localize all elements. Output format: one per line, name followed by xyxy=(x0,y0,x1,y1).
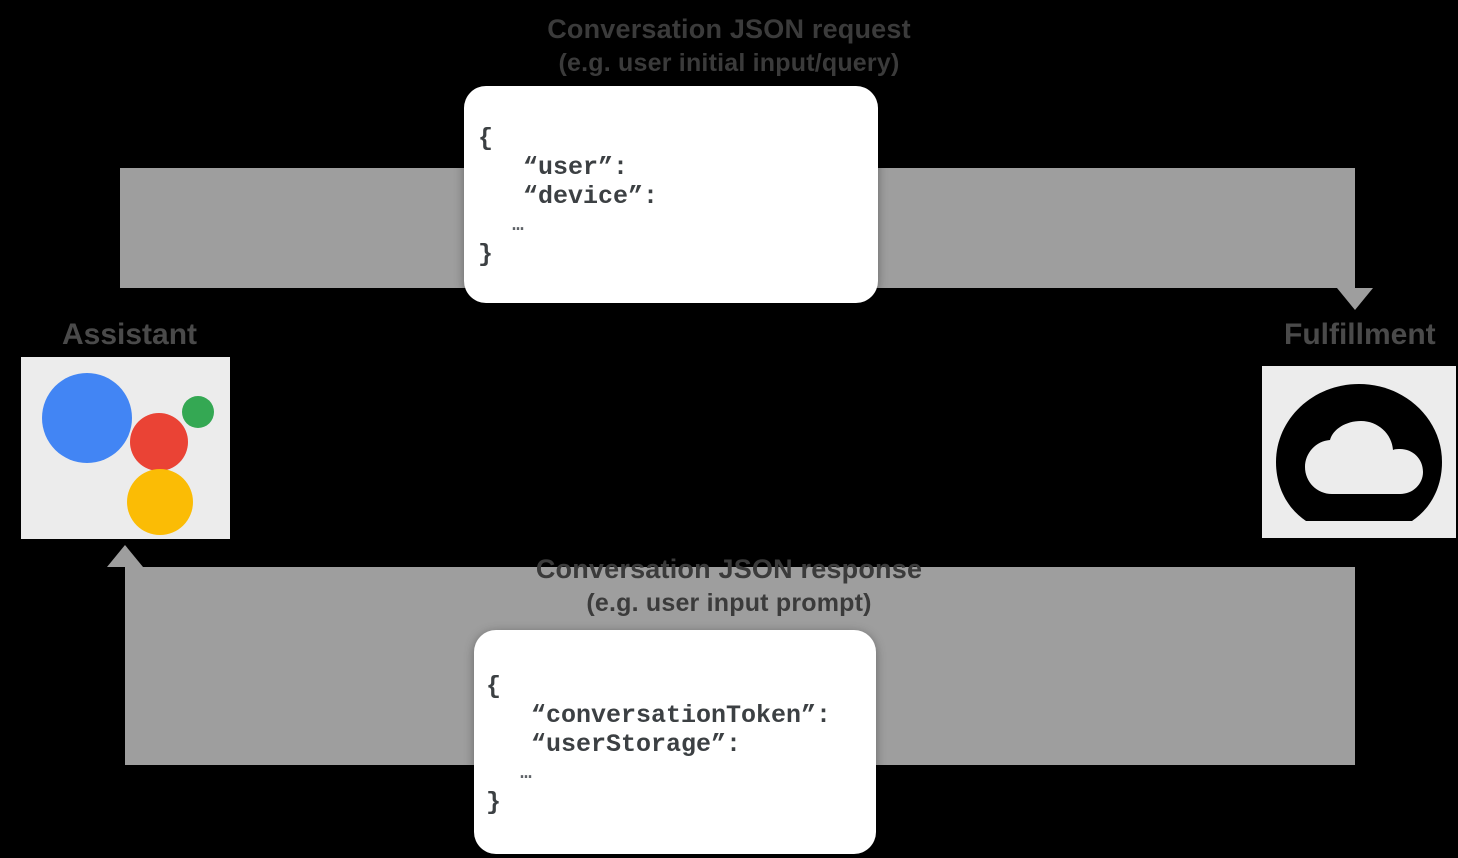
fulfillment-icon-tile xyxy=(1262,366,1456,538)
bottom-flow-subtitle: (e.g. user input prompt) xyxy=(586,588,872,617)
google-assistant-icon xyxy=(21,357,230,539)
json-line: … xyxy=(486,762,532,784)
json-line: … xyxy=(478,214,524,236)
conversation-json-response-card: { “conversationToken”: “userStorage”: … … xyxy=(474,630,876,854)
assistant-endpoint-label: Assistant xyxy=(62,318,198,351)
json-line: { xyxy=(486,672,502,701)
assistant-icon-tile xyxy=(21,357,230,539)
json-line: “conversationToken”: xyxy=(486,701,832,730)
bottom-flow-title: Conversation JSON response xyxy=(535,554,923,584)
json-line: “user”: xyxy=(478,153,629,182)
cloud-function-icon xyxy=(1262,366,1456,538)
json-line: } xyxy=(478,240,494,269)
json-line: { xyxy=(478,124,494,153)
json-line: “userStorage”: xyxy=(486,730,742,759)
bottom-flow-label: Conversation JSON response (e.g. user in… xyxy=(0,554,1458,618)
json-line: } xyxy=(486,788,502,817)
fulfillment-endpoint-label: Fulfillment xyxy=(1284,318,1436,351)
top-flow-subtitle: (e.g. user initial input/query) xyxy=(558,48,900,77)
json-line: “device”: xyxy=(478,182,659,211)
conversation-json-request-card: { “user”: “device”: … } xyxy=(464,86,878,303)
top-flow-label: Conversation JSON request (e.g. user ini… xyxy=(0,14,1458,78)
top-flow-title: Conversation JSON request xyxy=(547,14,911,44)
